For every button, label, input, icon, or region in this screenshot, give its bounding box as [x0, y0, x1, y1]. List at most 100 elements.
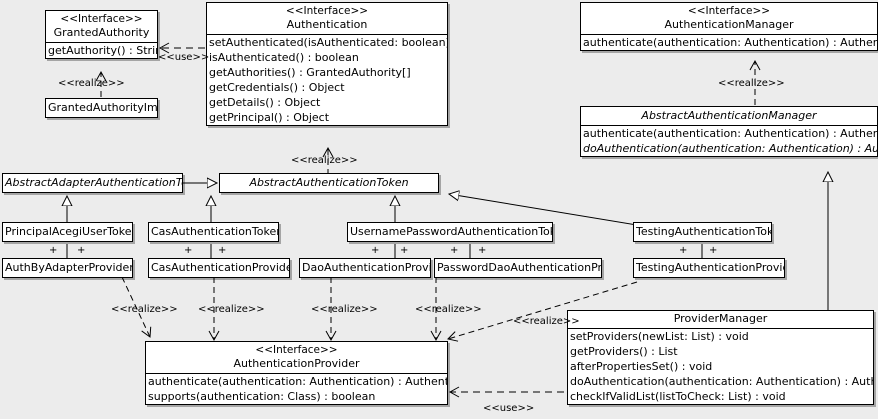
- class-stereotype: <<Interface>>: [255, 344, 338, 356]
- edge-label-realize-abstract-auth-manager: <<realize>>: [718, 78, 785, 89]
- compartment-divider: [581, 34, 877, 35]
- class-header: GrantedAuthorityImpl: [46, 99, 157, 117]
- class-dao-authentication-provider[interactable]: DaoAuthenticationProvider: [299, 258, 431, 278]
- class-abstract-authentication-token[interactable]: AbstractAuthenticationToken: [219, 173, 439, 193]
- class-name: ProviderManager: [673, 312, 768, 325]
- class-header: <<Interface>> Authentication: [207, 3, 447, 34]
- operations-compartment: authenticate(authentication: Authenticat…: [146, 374, 447, 404]
- compartment-divider: [146, 373, 447, 374]
- class-principal-acegi-user-token[interactable]: PrincipalAcegiUserToken: [2, 222, 133, 242]
- class-header: TestingAuthenticationProvider: [634, 259, 784, 277]
- class-stereotype: <<Interface>>: [285, 5, 369, 17]
- association-marker-plus: +: [450, 245, 459, 256]
- compartment-divider: [207, 34, 447, 35]
- class-header: PrincipalAcegiUserToken: [3, 223, 132, 241]
- class-name: AbstractAdapterAuthenticationToken: [5, 176, 182, 189]
- class-provider-manager[interactable]: ProviderManager setProviders(newList: Li…: [567, 310, 874, 405]
- operation: getProviders() : List: [570, 345, 678, 358]
- class-header: AbstractAuthenticationToken: [220, 174, 438, 192]
- association-marker-plus: +: [478, 245, 487, 256]
- class-header: AuthByAdapterProvider: [3, 259, 132, 277]
- operation: getPrincipal() : Object: [209, 111, 330, 124]
- class-granted-authority-impl[interactable]: GrantedAuthorityImpl: [45, 98, 158, 118]
- edge-label-realize-dao-provider: <<realize>>: [311, 304, 378, 315]
- compartment-divider: [581, 125, 877, 126]
- association-marker-plus: +: [184, 245, 193, 256]
- operations-compartment: setAuthenticated(isAuthenticated: boolea…: [207, 35, 447, 125]
- class-testing-authentication-provider[interactable]: TestingAuthenticationProvider: [633, 258, 785, 278]
- operation: doAuthentication(authentication: Authent…: [583, 142, 877, 155]
- operation: getDetails() : Object: [209, 96, 321, 109]
- operation: afterPropertiesSet() : void: [570, 360, 713, 373]
- class-abstract-authentication-manager[interactable]: AbstractAuthenticationManager authentica…: [580, 106, 878, 157]
- operation: authenticate(authentication: Authenticat…: [583, 36, 877, 49]
- class-name: TestingAuthenticationToken: [636, 225, 771, 238]
- operation: authenticate(authentication: Authenticat…: [148, 375, 447, 388]
- class-header: AbstractAuthenticationManager: [581, 107, 877, 125]
- class-header: TestingAuthenticationToken: [634, 223, 771, 241]
- class-header: <<Interface>> AuthenticationProvider: [146, 342, 447, 373]
- association-marker-plus: +: [709, 245, 718, 256]
- edge-label-realize-password-dao-provider: <<realize>>: [415, 304, 482, 315]
- association-marker-plus: +: [49, 245, 58, 256]
- class-name: Authentication: [286, 18, 368, 31]
- association-marker-plus: +: [679, 245, 688, 256]
- class-header: ProviderManager: [568, 311, 873, 328]
- class-name: DaoAuthenticationProvider: [302, 261, 430, 274]
- operation: doAuthentication(authentication: Authent…: [570, 375, 873, 388]
- operations-compartment: setProviders(newList: List) : void getPr…: [568, 329, 873, 404]
- class-name: TestingAuthenticationProvider: [636, 261, 784, 274]
- association-marker-plus: +: [371, 245, 380, 256]
- class-name: CasAuthenticationProvider: [151, 261, 289, 274]
- edge-testingauthenticationtoken-generalizes: [449, 194, 638, 226]
- class-name: AbstractAuthenticationToken: [249, 176, 409, 189]
- class-name: AuthenticationManager: [664, 18, 794, 31]
- class-header: CasAuthenticationProvider: [149, 259, 289, 277]
- class-authentication[interactable]: <<Interface>> Authentication setAuthenti…: [206, 2, 448, 126]
- operation: setProviders(newList: List) : void: [570, 330, 749, 343]
- class-header: <<Interface>> AuthenticationManager: [581, 3, 877, 34]
- association-marker-plus: +: [218, 245, 227, 256]
- class-abstract-adapter-authentication-token[interactable]: AbstractAdapterAuthenticationToken: [2, 173, 183, 193]
- class-testing-authentication-token[interactable]: TestingAuthenticationToken: [633, 222, 772, 242]
- operation: getAuthority() : String: [48, 44, 157, 57]
- association-marker-plus: +: [400, 245, 409, 256]
- class-password-dao-authentication-provider[interactable]: PasswordDaoAuthenticationProvider: [434, 258, 602, 278]
- operation: supports(authentication: Class) : boolea…: [148, 390, 376, 403]
- edge-label-realize-testing-provider: <<realize>>: [513, 316, 580, 327]
- class-granted-authority[interactable]: <<Interface>> GrantedAuthority getAuthor…: [45, 10, 158, 59]
- operations-compartment: getAuthority() : String: [46, 43, 157, 58]
- class-header: CasAuthenticationToken: [149, 223, 278, 241]
- operation: setAuthenticated(isAuthenticated: boolea…: [209, 36, 447, 49]
- edge-label-realize-auth-by-adapter: <<realize>>: [111, 304, 178, 315]
- operations-compartment: authenticate(authentication: Authenticat…: [581, 126, 877, 156]
- class-name: AbstractAuthenticationManager: [641, 109, 817, 122]
- class-header: PasswordDaoAuthenticationProvider: [435, 259, 601, 277]
- class-name: GrantedAuthority: [53, 26, 150, 39]
- operation: getCredentials() : Object: [209, 81, 345, 94]
- class-header: DaoAuthenticationProvider: [300, 259, 430, 277]
- class-cas-authentication-provider[interactable]: CasAuthenticationProvider: [148, 258, 290, 278]
- class-name: PrincipalAcegiUserToken: [5, 225, 132, 238]
- operation: checkIfValidList(listToCheck: List) : vo…: [570, 390, 786, 403]
- edge-label-use-granted-authority: <<use>>: [158, 52, 210, 63]
- class-name: AuthByAdapterProvider: [5, 261, 132, 274]
- operations-compartment: authenticate(authentication: Authenticat…: [581, 35, 877, 50]
- class-header: AbstractAdapterAuthenticationToken: [3, 174, 182, 192]
- class-authentication-provider[interactable]: <<Interface>> AuthenticationProvider aut…: [145, 341, 448, 405]
- operation: getAuthorities() : GrantedAuthority[]: [209, 66, 411, 79]
- class-name: PasswordDaoAuthenticationProvider: [437, 261, 601, 274]
- class-auth-by-adapter-provider[interactable]: AuthByAdapterProvider: [2, 258, 133, 278]
- class-header: UsernamePasswordAuthenticationToken: [348, 223, 552, 241]
- class-cas-authentication-token[interactable]: CasAuthenticationToken: [148, 222, 279, 242]
- class-stereotype: <<Interface>>: [687, 5, 771, 17]
- association-marker-plus: +: [77, 245, 86, 256]
- class-authentication-manager[interactable]: <<Interface>> AuthenticationManager auth…: [580, 2, 878, 51]
- class-name: GrantedAuthorityImpl: [48, 101, 157, 114]
- edge-label-realize-granted-authority-impl: <<realize>>: [58, 78, 125, 89]
- class-header: <<Interface>> GrantedAuthority: [46, 11, 157, 42]
- class-stereotype: <<Interface>>: [60, 13, 143, 25]
- class-username-password-authentication-token[interactable]: UsernamePasswordAuthenticationToken: [347, 222, 553, 242]
- operation: isAuthenticated() : boolean: [209, 51, 359, 64]
